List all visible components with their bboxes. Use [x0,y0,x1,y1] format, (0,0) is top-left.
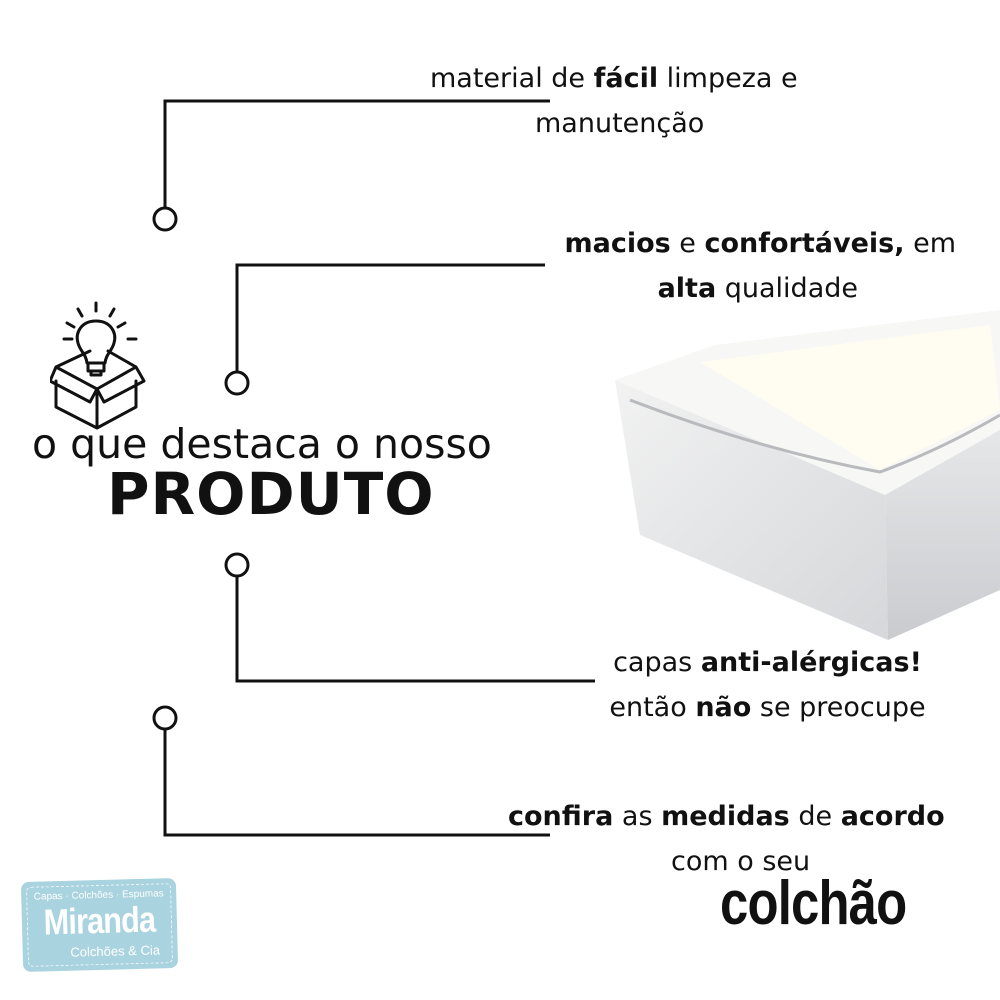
logo-brand: Miranda [43,898,156,943]
feature-3-line2: então não se preocupe [609,692,926,723]
feature-2-line1: macios e confortáveis, em [564,228,956,259]
lightbulb-box-icon [50,301,146,430]
feature-4: confira as medidas de acordo com o seu [508,794,945,884]
feature-2: macios e confortáveis, em alta qualidade [564,221,956,311]
feature-1: material de fácil limpeza e manutenção [430,56,798,146]
feature-1-line1: material de fácil limpeza e [430,63,798,94]
headline-product: PRODUTO [107,460,435,528]
feature-3: capas anti-alérgicas! então não se preoc… [585,640,950,730]
feature-4-line2: com o seu [671,846,811,877]
mattress-image [615,310,1000,640]
feature-4-line1: confira as medidas de acordo [508,801,945,832]
feature-1-line2: manutenção [535,108,705,139]
headline-line1: o que destaca o nosso [32,420,492,468]
highlight-word: colchão [720,869,907,938]
feature-3-line1: capas anti-alérgicas! [613,647,922,678]
brand-logo: Capas · Colchões · Espumas Miranda Colch… [20,877,179,973]
feature-2-line2: alta qualidade [657,273,858,304]
